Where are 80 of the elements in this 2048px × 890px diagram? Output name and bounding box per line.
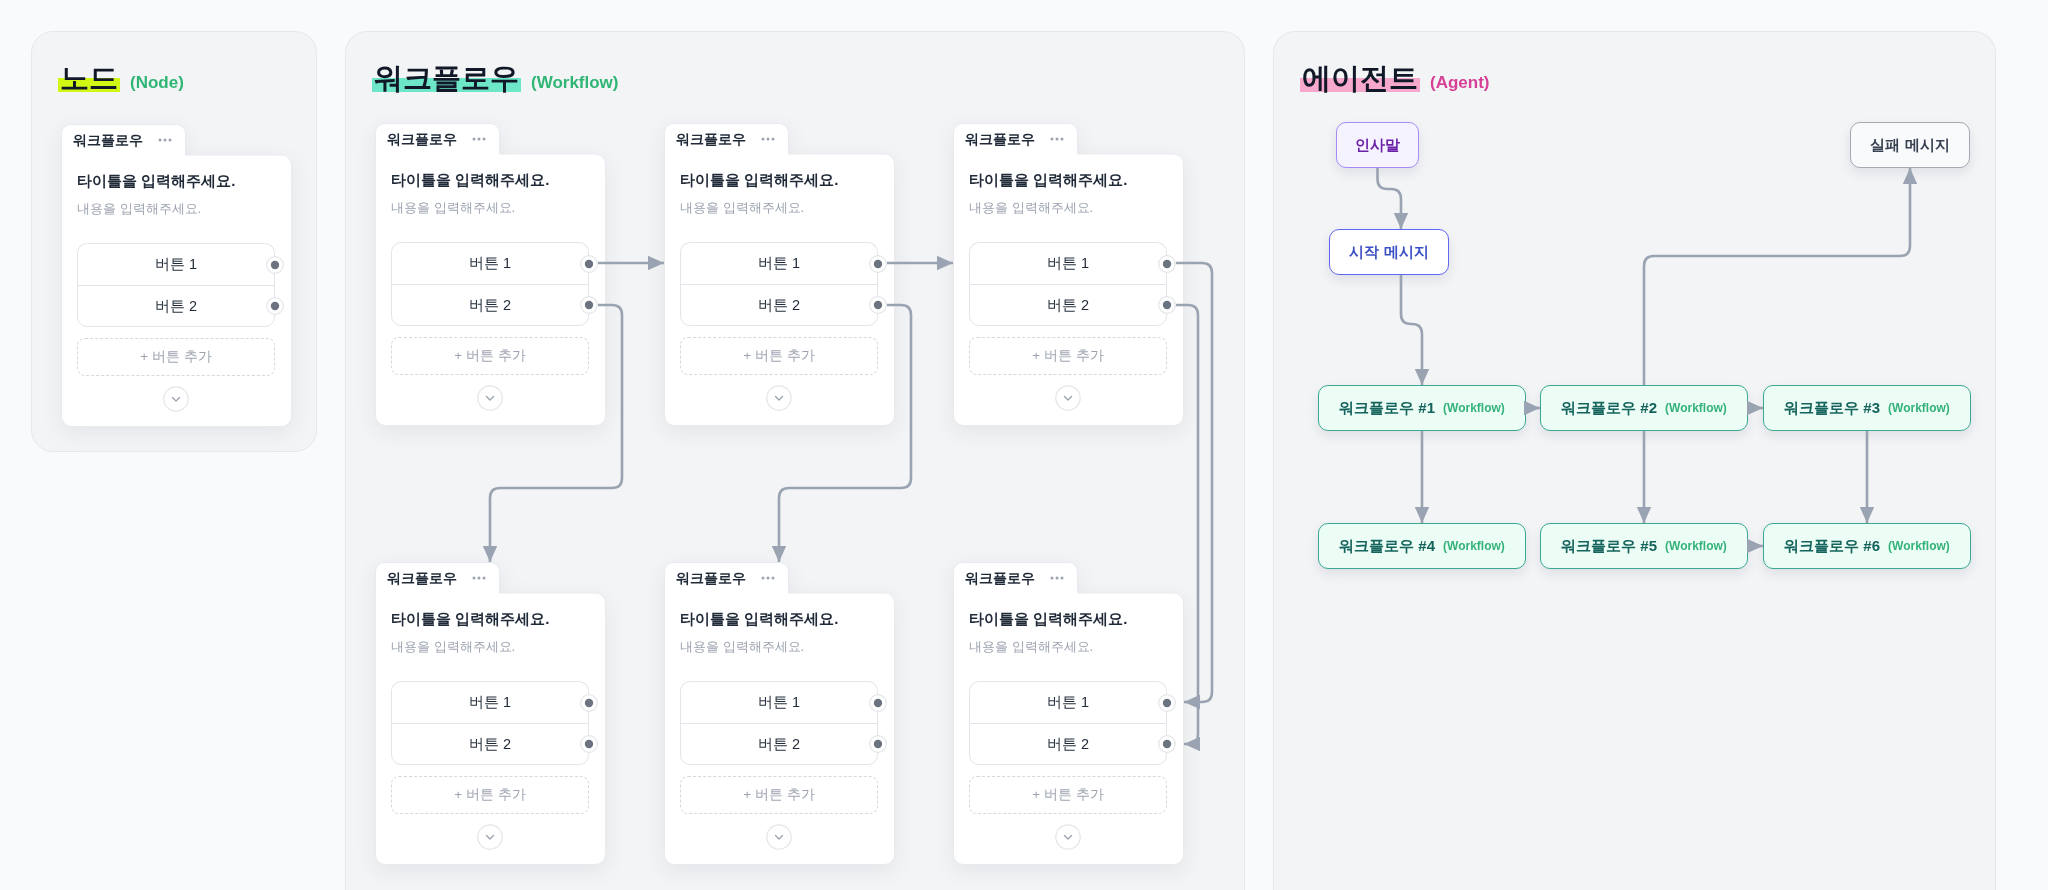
connector-arrow <box>1524 400 1540 416</box>
node-label: 워크플로우 #1 <box>1339 398 1436 418</box>
card-title: 타이틀을 입력해주세요. <box>680 170 839 190</box>
node-label: 인사말 <box>1355 135 1400 155</box>
section-subtitle: (Agent) <box>1430 72 1490 94</box>
message-node <box>1329 229 1449 275</box>
add-option-button: + 버튼 추가 <box>391 776 589 814</box>
section-subtitle: (Node) <box>130 72 184 94</box>
connector-arrow <box>1636 431 1652 523</box>
node-label: 워크플로우 #4 <box>1339 536 1436 556</box>
tab-label: 워크플로우 <box>387 130 457 149</box>
workflow-node-card <box>953 123 1184 426</box>
workflow-node <box>1318 385 1526 431</box>
add-option-button: + 버튼 추가 <box>680 776 878 814</box>
card-description: 내용을 입력해주세요. <box>680 638 805 656</box>
connector-arrow <box>1376 168 1409 229</box>
node-label: 시작 메시지 <box>1349 242 1429 262</box>
workflow-node <box>1540 385 1748 431</box>
tab-label: 워크플로우 <box>676 130 746 149</box>
node-sublabel: (Workflow) <box>1665 538 1727 554</box>
connector-arrow <box>482 303 624 562</box>
add-option-button: + 버튼 추가 <box>969 776 1167 814</box>
message-node <box>1336 122 1419 168</box>
node-sublabel: (Workflow) <box>1443 538 1505 554</box>
connector-arrow <box>1176 303 1200 752</box>
connector-arrow <box>1176 261 1214 710</box>
section-panel <box>345 31 1245 890</box>
add-option-button: + 버튼 추가 <box>391 337 589 375</box>
workflow-node-card <box>953 562 1184 865</box>
card-description: 내용을 입력해주세요. <box>969 199 1094 217</box>
add-option-button: + 버튼 추가 <box>77 338 275 376</box>
add-option-button: + 버튼 추가 <box>680 337 878 375</box>
connector-arrow <box>1642 168 1918 385</box>
tab-label: 워크플로우 <box>965 569 1035 588</box>
card-description: 내용을 입력해주세요. <box>680 199 805 217</box>
workflow-node <box>1763 385 1971 431</box>
card-description: 내용을 입력해주세요. <box>391 638 516 656</box>
add-option-button: + 버튼 추가 <box>969 337 1167 375</box>
node-label: 워크플로우 #5 <box>1561 536 1658 556</box>
workflow-node-card <box>664 562 895 865</box>
node-sublabel: (Workflow) <box>1888 400 1950 416</box>
connector-arrow <box>1399 275 1430 385</box>
section-panel <box>1273 31 1996 890</box>
workflow-node <box>1763 523 1971 569</box>
tab-label: 워크플로우 <box>965 130 1035 149</box>
card-title: 타이틀을 입력해주세요. <box>77 171 236 191</box>
card-description: 내용을 입력해주세요. <box>969 638 1094 656</box>
section-panel <box>31 31 317 452</box>
workflow-node <box>1540 523 1748 569</box>
card-description: 내용을 입력해주세요. <box>77 200 202 218</box>
connector-arrow <box>771 303 913 562</box>
tab-label: 워크플로우 <box>387 569 457 588</box>
node-sublabel: (Workflow) <box>1888 538 1950 554</box>
node-label: 워크플로우 #6 <box>1784 536 1881 556</box>
message-node <box>1850 122 1970 168</box>
node-sublabel: (Workflow) <box>1665 400 1727 416</box>
node-label: 워크플로우 #3 <box>1784 398 1881 418</box>
workflow-node-card <box>664 123 895 426</box>
card-title: 타이틀을 입력해주세요. <box>680 609 839 629</box>
connector-arrow <box>887 255 953 271</box>
workflow-node-card <box>375 123 606 426</box>
card-title: 타이틀을 입력해주세요. <box>391 609 550 629</box>
node-label: 실패 메시지 <box>1870 135 1950 155</box>
card-title: 타이틀을 입력해주세요. <box>969 170 1128 190</box>
workflow-node <box>1318 523 1526 569</box>
tab-label: 워크플로우 <box>73 131 143 150</box>
connector-arrow <box>1414 431 1430 523</box>
connector-arrow <box>1747 538 1763 554</box>
connector-arrow <box>1859 431 1875 523</box>
connector-arrow <box>598 255 664 271</box>
node-label: 워크플로우 #2 <box>1561 398 1658 418</box>
workflow-node-card <box>375 562 606 865</box>
card-description: 내용을 입력해주세요. <box>391 199 516 217</box>
node-sublabel: (Workflow) <box>1443 400 1505 416</box>
tab-label: 워크플로우 <box>676 569 746 588</box>
workflow-node-card <box>61 124 292 427</box>
card-title: 타이틀을 입력해주세요. <box>969 609 1128 629</box>
connector-arrow <box>1747 400 1763 416</box>
card-title: 타이틀을 입력해주세요. <box>391 170 550 190</box>
section-subtitle: (Workflow) <box>531 72 619 94</box>
